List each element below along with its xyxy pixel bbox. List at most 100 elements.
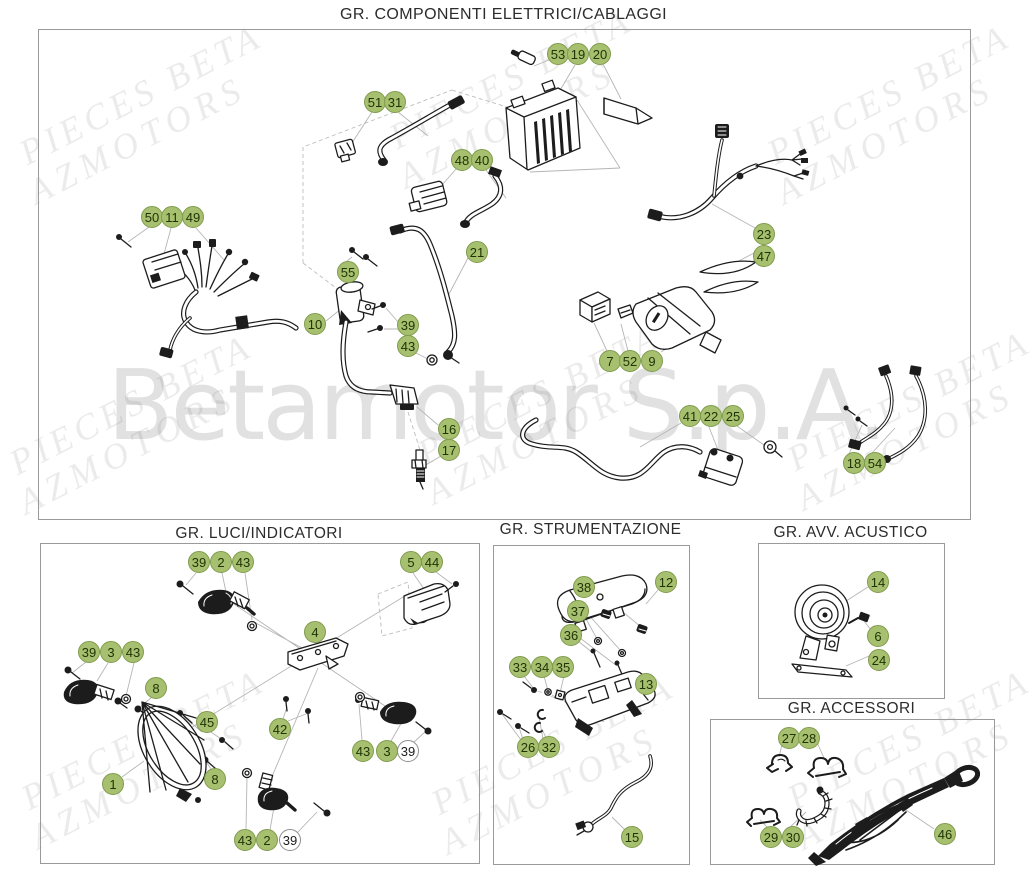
part-badge-luci-3[interactable]: 3 <box>376 740 398 762</box>
part-badge-luci-45[interactable]: 45 <box>196 711 218 733</box>
art-tail-light <box>378 581 459 636</box>
art-fuse <box>510 49 536 65</box>
art-spiral-wrap <box>797 786 832 827</box>
part-badge-strumentazione-36[interactable]: 36 <box>560 624 582 646</box>
part-badge-accessori-46[interactable]: 46 <box>934 823 956 845</box>
part-badge-luci-43[interactable]: 43 <box>122 641 144 663</box>
art-indicator-rear-right <box>355 693 432 735</box>
part-badge-strumentazione-38[interactable]: 38 <box>573 576 595 598</box>
art-horn <box>795 585 849 660</box>
part-badge-luci-43[interactable]: 43 <box>232 551 254 573</box>
part-badge-componenti-7[interactable]: 7 <box>599 350 621 372</box>
art-sub-harness <box>647 124 810 222</box>
part-badge-componenti-50[interactable]: 50 <box>141 206 163 228</box>
art-clip-double-2 <box>747 809 780 826</box>
part-badge-componenti-17[interactable]: 17 <box>438 439 460 461</box>
art-headlight <box>124 694 220 803</box>
art-horn-bracket <box>792 664 852 677</box>
art-fuse-holder <box>334 139 355 162</box>
part-badge-strumentazione-15[interactable]: 15 <box>621 826 643 848</box>
part-badge-luci-2[interactable]: 2 <box>210 551 232 573</box>
part-badge-componenti-43[interactable]: 43 <box>397 335 419 357</box>
part-badge-luci-43[interactable]: 43 <box>352 740 374 762</box>
part-badge-avv-acustico-6[interactable]: 6 <box>867 625 889 647</box>
art-indicator-front-left <box>63 666 131 709</box>
part-badge-luci-42[interactable]: 42 <box>269 718 291 740</box>
part-badge-componenti-22[interactable]: 22 <box>700 405 722 427</box>
part-badge-componenti-9[interactable]: 9 <box>641 350 663 372</box>
part-badge-accessori-28[interactable]: 28 <box>798 727 820 749</box>
part-badge-accessori-29[interactable]: 29 <box>760 826 782 848</box>
art-speedo-dampers <box>600 609 648 634</box>
part-badge-luci-39[interactable]: 39 <box>188 551 210 573</box>
part-badge-strumentazione-12[interactable]: 12 <box>655 571 677 593</box>
part-badge-componenti-39[interactable]: 39 <box>397 314 419 336</box>
part-badge-luci-39[interactable]: 39 <box>78 641 100 663</box>
part-badge-componenti-21[interactable]: 21 <box>466 241 488 263</box>
section-title-luci: GR. LUCI/INDICATORI <box>175 525 343 542</box>
part-badge-luci-2[interactable]: 2 <box>256 829 278 851</box>
art-rubber-mount <box>618 305 633 318</box>
leader-lines <box>72 60 934 833</box>
art-battery-cable <box>378 95 465 166</box>
part-badge-luci-39[interactable]: 39 <box>279 829 301 851</box>
part-badge-componenti-11[interactable]: 11 <box>161 206 183 228</box>
part-badge-componenti-16[interactable]: 16 <box>438 418 460 440</box>
part-badge-luci-4[interactable]: 4 <box>304 621 326 643</box>
part-badge-luci-8[interactable]: 8 <box>145 677 167 699</box>
part-badge-componenti-49[interactable]: 49 <box>182 206 204 228</box>
part-badge-strumentazione-34[interactable]: 34 <box>531 656 553 678</box>
part-badge-componenti-31[interactable]: 31 <box>384 91 406 113</box>
part-badge-luci-1[interactable]: 1 <box>102 773 124 795</box>
part-badge-strumentazione-26[interactable]: 26 <box>517 736 539 758</box>
part-badge-componenti-51[interactable]: 51 <box>364 91 386 113</box>
art-battery <box>506 80 580 170</box>
section-title-accessori: GR. ACCESSORI <box>787 700 916 717</box>
part-badge-strumentazione-33[interactable]: 33 <box>509 656 531 678</box>
part-badge-componenti-25[interactable]: 25 <box>722 405 744 427</box>
part-badge-accessori-27[interactable]: 27 <box>778 727 800 749</box>
part-badge-componenti-54[interactable]: 54 <box>864 452 886 474</box>
art-rear-harness <box>843 364 926 463</box>
part-badge-componenti-23[interactable]: 23 <box>753 223 775 245</box>
part-badge-componenti-10[interactable]: 10 <box>304 313 326 335</box>
art-stickers <box>700 261 758 293</box>
part-badge-componenti-20[interactable]: 20 <box>589 43 611 65</box>
part-badge-luci-8[interactable]: 8 <box>204 768 226 790</box>
part-badge-luci-3[interactable]: 3 <box>100 641 122 663</box>
section-box-accessori <box>710 719 995 865</box>
part-badge-componenti-53[interactable]: 53 <box>547 43 569 65</box>
art-spark-plug-cap <box>390 385 420 450</box>
section-title-avv-acustico: GR. AVV. ACUSTICO <box>773 524 928 541</box>
part-badge-componenti-40[interactable]: 40 <box>471 149 493 171</box>
part-badge-strumentazione-37[interactable]: 37 <box>567 600 589 622</box>
art-regulator <box>409 180 447 212</box>
part-badge-componenti-19[interactable]: 19 <box>567 43 589 65</box>
section-box-luci <box>40 543 480 864</box>
art-flasher-relay <box>580 292 610 322</box>
art-speedo-spacers <box>595 638 626 657</box>
part-badge-componenti-47[interactable]: 47 <box>753 245 775 267</box>
art-bracket-fasteners <box>497 682 565 733</box>
part-badge-componenti-55[interactable]: 55 <box>337 261 359 283</box>
art-regulator-cable <box>460 166 502 228</box>
art-clip-double <box>808 758 846 777</box>
section-box-strumentazione <box>493 545 690 865</box>
part-badge-accessori-30[interactable]: 30 <box>782 826 804 848</box>
part-badge-avv-acustico-14[interactable]: 14 <box>867 571 889 593</box>
part-badge-strumentazione-13[interactable]: 13 <box>635 673 657 695</box>
section-title-componenti: GR. COMPONENTI ELETTRICI/CABLAGGI <box>339 6 668 23</box>
art-indicator-front-right <box>176 580 257 631</box>
part-badge-strumentazione-35[interactable]: 35 <box>552 656 574 678</box>
part-badge-luci-44[interactable]: 44 <box>421 551 443 573</box>
part-badge-strumentazione-32[interactable]: 32 <box>538 736 560 758</box>
part-badge-avv-acustico-24[interactable]: 24 <box>868 649 890 671</box>
part-badge-componenti-18[interactable]: 18 <box>843 452 865 474</box>
part-badge-componenti-48[interactable]: 48 <box>451 149 473 171</box>
part-badge-luci-5[interactable]: 5 <box>400 551 422 573</box>
part-badge-luci-39[interactable]: 39 <box>397 740 419 762</box>
part-badge-componenti-52[interactable]: 52 <box>619 350 641 372</box>
part-badge-luci-43[interactable]: 43 <box>234 829 256 851</box>
part-badge-componenti-41[interactable]: 41 <box>679 405 701 427</box>
art-clip-small <box>767 755 792 772</box>
